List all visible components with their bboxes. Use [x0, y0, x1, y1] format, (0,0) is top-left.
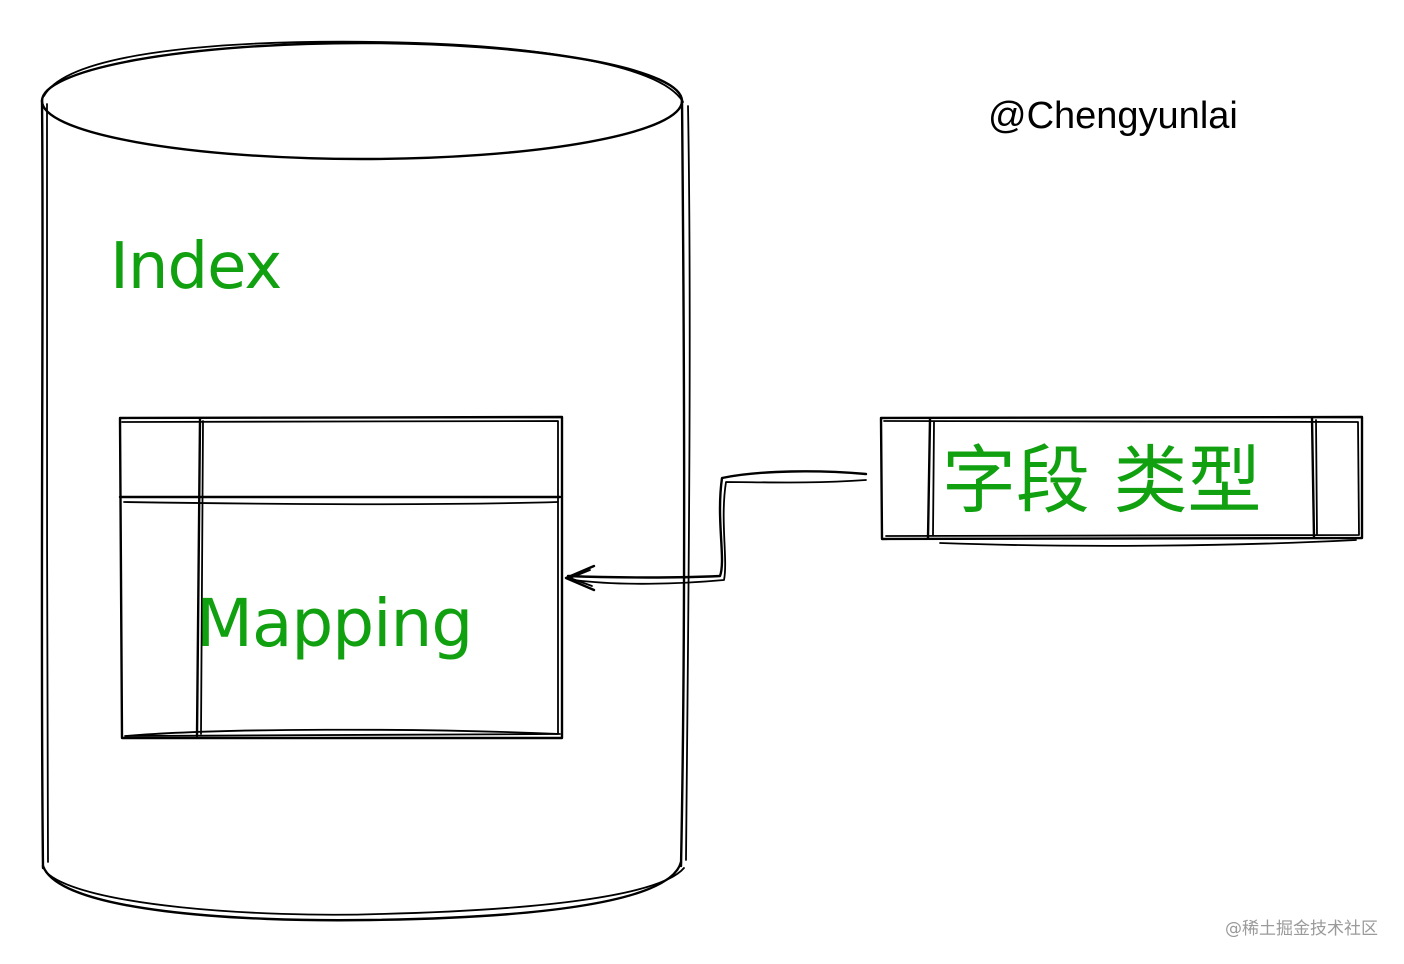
- index-cylinder: [40, 40, 691, 922]
- mapping-table: [118, 415, 564, 740]
- field-type-left-divider: [926, 417, 932, 540]
- connector-line-sketch: [573, 479, 867, 585]
- mapping-header-divider-sketch: [123, 501, 559, 506]
- field-type-label: 字段 类型: [942, 438, 1262, 524]
- cylinder-left-side: [40, 98, 45, 870]
- mapping-table-outline-sketch: [121, 420, 559, 737]
- cylinder-bottom-curve: [41, 860, 683, 922]
- watermark: @稀土掘金技术社区: [1225, 919, 1378, 939]
- mapping-bottom-sketch: [125, 728, 561, 737]
- mapping-column-divider-sketch: [200, 420, 204, 735]
- field-type-box-outline-sketch: [883, 420, 1360, 537]
- mapping-column-divider: [195, 417, 202, 738]
- field-type-left-divider-sketch: [932, 421, 935, 536]
- field-type-box-outline: [879, 415, 1364, 541]
- cylinder-right-side-sketch: [685, 105, 691, 861]
- author-credit: @Chengyunlai: [988, 95, 1238, 137]
- connector-arrow: [564, 470, 868, 592]
- connector-line: [566, 470, 868, 579]
- connector-arrowhead-sketch: [569, 569, 593, 587]
- cylinder-bottom-curve-sketch: [45, 867, 685, 916]
- index-label: Index: [110, 230, 281, 304]
- field-type-bottom-sketch: [939, 539, 1357, 547]
- field-type-right-divider: [1310, 416, 1316, 539]
- cylinder-right-side: [679, 98, 686, 868]
- mapping-label: Mapping: [196, 585, 472, 662]
- field-type-box: [879, 415, 1364, 547]
- cylinder-top-sketch-line: [43, 40, 684, 103]
- mapping-table-outline: [118, 415, 564, 740]
- field-type-right-divider-sketch: [1315, 419, 1318, 536]
- cylinder-left-side-sketch: [46, 103, 49, 863]
- connector-arrowhead: [564, 564, 596, 592]
